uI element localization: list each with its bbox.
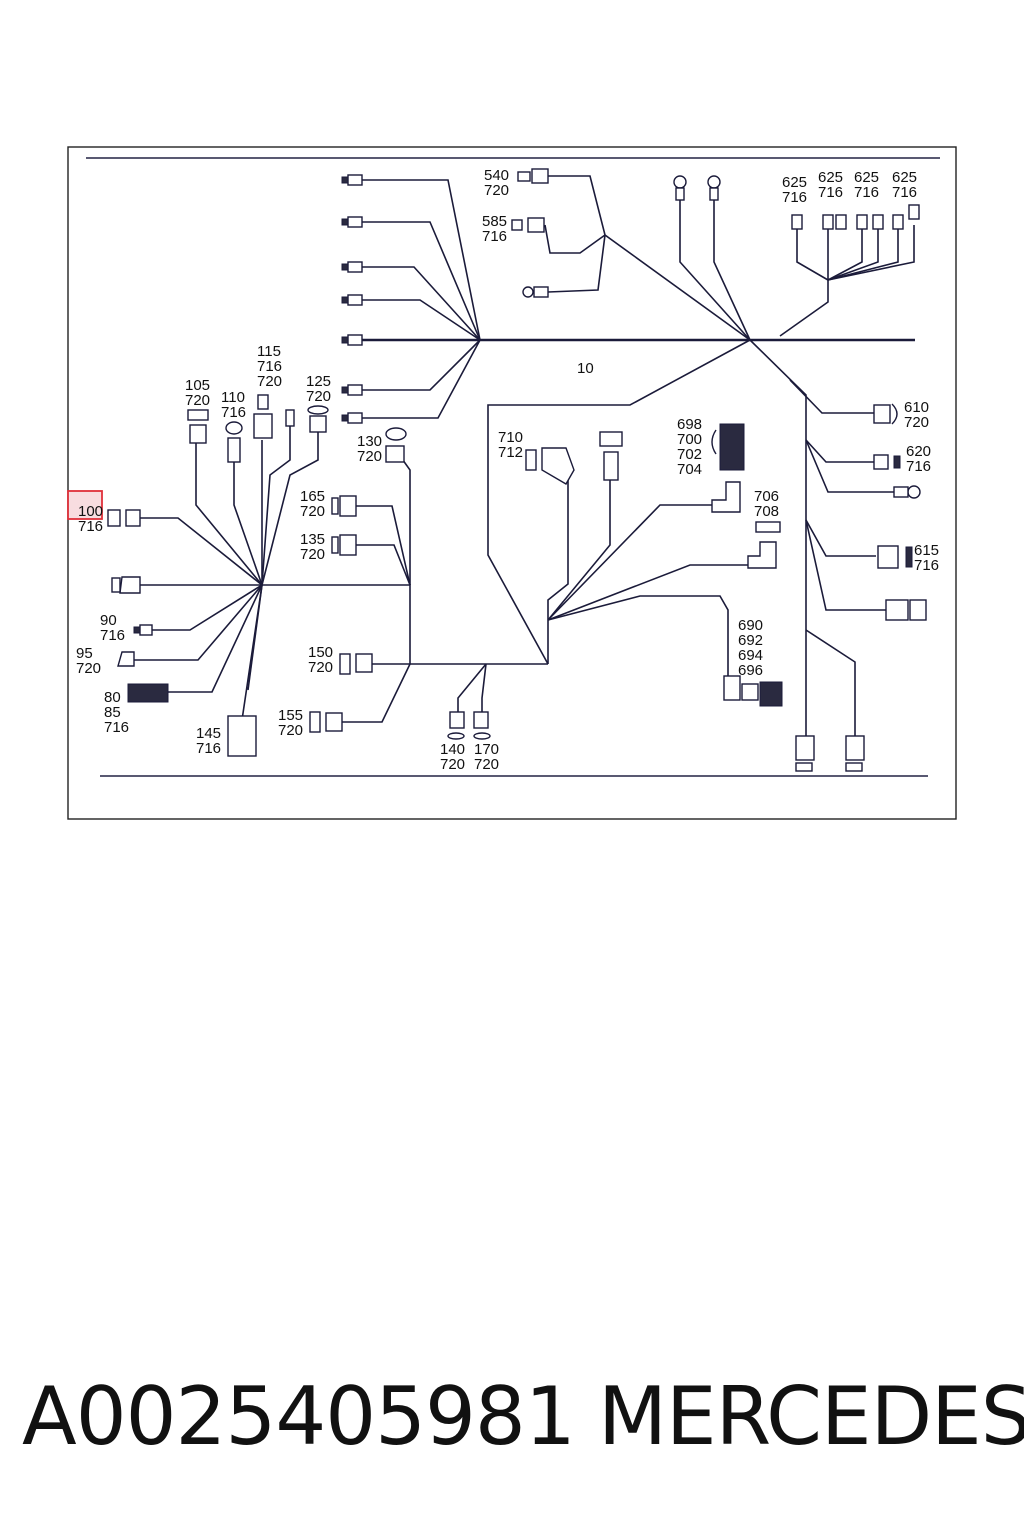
footer: A0025405981 MERCEDES [0,1370,1024,1480]
callout-610-line: 720 [904,414,929,431]
callout-690-line: 694 [738,647,763,664]
callout-165-line: 720 [300,503,325,520]
callout-115-line: 115 [257,343,281,360]
callout-625c-line: 716 [854,184,879,201]
callout-130-line: 720 [357,448,382,465]
callout-585-line: 716 [482,228,507,245]
callout-110-line: 110 [221,389,245,406]
brand-name: MERCEDES [598,1370,1024,1463]
callout-90-line: 716 [100,627,125,644]
callout-615-line: 615 [914,542,939,559]
callout-710-line: 712 [498,444,523,461]
callout-110-line: 716 [221,404,246,421]
callout-155-line: 155 [278,707,303,724]
callout-170-line: 170 [474,741,499,758]
main-wire-label: 10 [577,360,594,377]
callout-150-line: 720 [308,659,333,676]
callout-620-line: 620 [906,443,931,460]
callout-80-line: 80 [104,689,121,706]
callout-698-line: 704 [677,461,702,478]
callout-135-line: 135 [300,531,325,548]
callout-540-line: 540 [484,167,509,184]
diagram-frame [67,146,957,820]
callout-690-line: 696 [738,662,763,679]
callout-625b-line: 625 [818,169,843,186]
callout-540-line: 720 [484,182,509,199]
highlight-box [67,490,103,520]
callout-100-line: 716 [78,518,103,535]
callout-698-line: 698 [677,416,702,433]
callout-95-line: 720 [76,660,101,677]
callout-690-line: 690 [738,617,763,634]
callout-125-line: 125 [306,373,331,390]
callout-115-line: 716 [257,358,282,375]
callout-698-line: 702 [677,446,702,463]
connectors [107,168,927,772]
callout-155-line: 720 [278,722,303,739]
callout-140-line: 720 [440,756,465,773]
callout-610-line: 610 [904,399,929,416]
callout-145-line: 716 [196,740,221,757]
callout-105-line: 720 [185,392,210,409]
callout-130-line: 130 [357,433,382,450]
callout-620-line: 716 [906,458,931,475]
callout-625b-line: 716 [818,184,843,201]
callout-690-line: 692 [738,632,763,649]
callout-115-line: 720 [257,373,282,390]
callout-615-line: 716 [914,557,939,574]
callout-170-line: 720 [474,756,499,773]
callout-140-line: 140 [440,741,465,758]
callout-80-line: 85 [104,704,121,721]
callout-698-line: 700 [677,431,702,448]
callout-105-line: 105 [185,377,210,394]
callout-706-line: 706 [754,488,779,505]
callout-145-line: 145 [196,725,221,742]
callout-90-line: 90 [100,612,117,629]
callout-706-line: 708 [754,503,779,520]
main-trunk [358,175,915,740]
callout-585-line: 585 [482,213,507,230]
callout-625c-line: 625 [854,169,879,186]
callout-95-line: 95 [76,645,93,662]
callout-125-line: 720 [306,388,331,405]
callout-165-line: 165 [300,488,325,505]
callout-150-line: 150 [308,644,333,661]
callout-710-line: 710 [498,429,523,446]
callout-625a-line: 625 [782,174,807,191]
part-number: A0025405981 [22,1370,576,1463]
left-harness [134,425,752,723]
callout-labels: 5407205857166257166257166257166257161057… [76,167,939,773]
wiring-harness-diagram: 5407205857166257166257166257166257161057… [67,146,957,820]
callout-625a-line: 716 [782,189,807,206]
callout-135-line: 720 [300,546,325,563]
callout-625d-line: 625 [892,169,917,186]
callout-80-line: 716 [104,719,129,736]
callout-100-line: 100 [78,503,103,520]
callout-625d-line: 716 [892,184,917,201]
